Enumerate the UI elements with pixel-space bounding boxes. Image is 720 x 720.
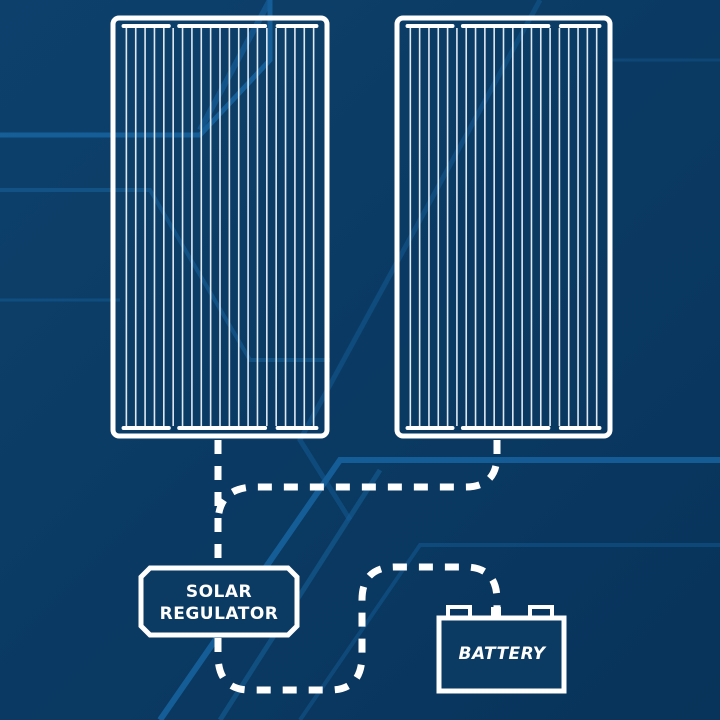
panel-busbar (558, 24, 602, 28)
wire-right-panel-join (214, 440, 501, 521)
battery-label: BATTERY (458, 644, 546, 664)
solar-panel-left (110, 15, 330, 439)
panel-busbar (558, 426, 602, 430)
panel-busbar (121, 426, 171, 430)
regulator-label-line1: SOLAR (186, 582, 252, 602)
panel-busbar (405, 24, 455, 28)
regulator-label-line2: REGULATOR (160, 604, 279, 624)
wiring (214, 440, 501, 694)
wire-regulator-to-battery (214, 563, 501, 694)
panel-busbar (275, 426, 319, 430)
panel-busbar (177, 24, 268, 28)
solar-panel-right (394, 15, 613, 439)
panel-busbar (460, 24, 551, 28)
panel-busbar (460, 426, 551, 430)
battery: BATTERY (436, 605, 567, 694)
solar-regulator: SOLAR REGULATOR (138, 565, 300, 638)
panel-busbar (275, 24, 319, 28)
panel-busbar (121, 24, 171, 28)
panel-busbar (177, 426, 268, 430)
panel-busbar (405, 426, 455, 430)
